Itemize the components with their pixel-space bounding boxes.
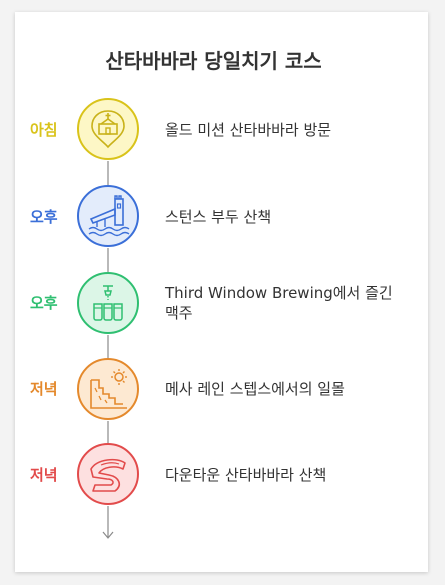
step-time-label: 오후 [30,294,58,312]
step-icon-circle [77,185,139,247]
step-description: 스턴스 부두 산책 [165,208,272,226]
step-description: 올드 미션 산타바바라 방문 [165,121,332,139]
step-time-label: 저녁 [30,380,58,398]
step-icon-circle [77,98,139,160]
step-description: 다운타운 산타바바라 산책 [165,466,327,484]
diagram-card: 산타바바라 당일치기 코스 아침 올드 미션 산타바바라 방문 오후 [15,12,428,572]
sunset-cliff-icon [90,369,127,409]
step-description: 메사 레인 스텝스에서의 일몰 [165,380,345,398]
step-time-label: 아침 [30,121,58,139]
downtown-road-icon [90,458,126,492]
step-icon-circle [77,443,139,505]
step-time-label: 저녁 [30,466,58,484]
beer-taps-icon [93,285,123,321]
step-time-label: 오후 [30,208,58,226]
step-icon-circle [77,358,139,420]
arrow-down-icon [102,531,114,539]
diagram-title: 산타바바라 당일치기 코스 [105,49,322,73]
step-icon-circle [77,272,139,334]
pier-icon [88,195,130,237]
mission-icon [91,110,125,149]
step-description: Third Window Brewing에서 즐긴 맥주 [165,284,393,322]
timeline-connector [102,161,114,539]
